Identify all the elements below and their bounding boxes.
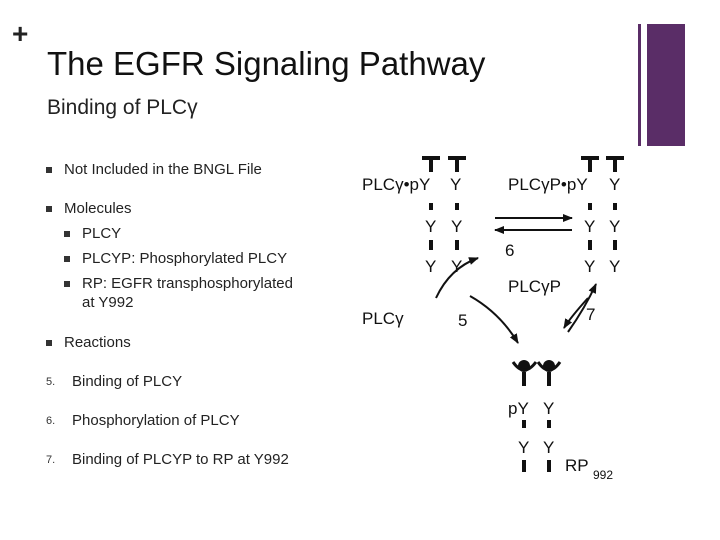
diagram-y: Y	[584, 257, 595, 276]
sub-bullet-rp-line2: at Y992	[82, 294, 134, 311]
reaction-number: 7.	[46, 454, 56, 466]
reaction-5-arrow	[469, 295, 519, 344]
diagram-left-complex-label: PLCγ•pY	[362, 175, 430, 194]
sub-bullet-plcyp: PLCYP: Phosphorylated PLCY	[82, 250, 288, 267]
diagram-y: Y	[609, 257, 620, 276]
reaction-item: Phosphorylation of PLCY	[72, 412, 240, 429]
reaction-item: Binding of PLCYP to RP at Y992	[72, 451, 289, 468]
sub-bullet-rp-line1: RP: EGFR transphosphorylated	[82, 275, 293, 292]
bullet-not-included: Not Included in the BNGL File	[64, 161, 262, 178]
reaction-number: 6.	[46, 415, 56, 427]
diagram-y: Y	[543, 399, 554, 418]
accent-bar-thick	[647, 24, 685, 146]
diagram-y: Y	[450, 175, 461, 194]
bullet-reactions: Reactions	[64, 334, 131, 351]
diagram-y: Y	[451, 217, 462, 236]
bullet-marker	[46, 167, 52, 173]
rp-receptor	[511, 360, 562, 472]
diagram-free-plcyp: PLCγP	[508, 277, 561, 296]
diagram-label-5: 5	[458, 311, 467, 330]
plus-mark: +	[12, 18, 29, 49]
left-receptor	[422, 156, 466, 250]
reaction-number: 5.	[46, 376, 56, 388]
bullet-marker	[46, 206, 52, 212]
reaction-item: Binding of PLCY	[72, 373, 183, 390]
reaction-7-arrow	[563, 297, 589, 329]
diagram-y: Y	[609, 217, 620, 236]
diagram-y: Y	[584, 217, 595, 236]
diagram-y: Y	[451, 257, 462, 276]
bullet-molecules: Molecules	[64, 200, 132, 217]
diagram-py: pY	[508, 399, 529, 418]
diagram-y: Y	[609, 175, 620, 194]
sub-bullet-marker	[64, 281, 70, 287]
sub-bullet-marker	[64, 256, 70, 262]
reaction-5-arrow	[435, 257, 479, 299]
plcy-binding-diagram: PLCγ•pY Y Y Y Y Y PLCγP•pY Y Y Y Y Y 6 P…	[362, 156, 624, 482]
diagram-y: Y	[518, 438, 529, 457]
diagram-y: Y	[425, 217, 436, 236]
diagram-right-complex-label: PLCγP•pY	[508, 175, 588, 194]
right-receptor	[581, 156, 624, 250]
sub-bullet-marker	[64, 231, 70, 237]
diagram-rp-label: RP	[565, 456, 589, 475]
bullet-marker	[46, 340, 52, 346]
accent-bar-thin	[638, 24, 641, 146]
bullet-list: Not Included in the BNGL File Molecules …	[46, 161, 293, 468]
slide-title: The EGFR Signaling Pathway	[47, 45, 486, 82]
slide-subtitle: Binding of PLCγ	[47, 96, 198, 119]
sub-bullet-plcy: PLCY	[82, 225, 122, 242]
diagram-y: Y	[543, 438, 554, 457]
diagram-free-plcy: PLCγ	[362, 309, 404, 328]
diagram-y: Y	[425, 257, 436, 276]
diagram-label-6: 6	[505, 241, 514, 260]
diagram-rp-subscript: 992	[593, 468, 613, 482]
diagram-label-7: 7	[586, 305, 595, 324]
